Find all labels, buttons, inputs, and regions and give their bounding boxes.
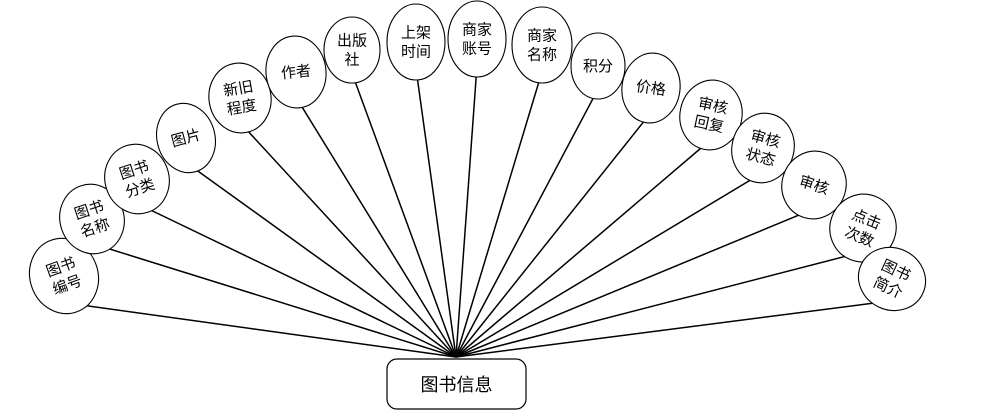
- attribute-ellipse: [156, 102, 216, 174]
- connector-publisher: [351, 72, 457, 358]
- attribute-label: 积分: [583, 57, 613, 75]
- attribute-label-line: 商家: [527, 27, 557, 45]
- attribute-label-line: 程度: [225, 96, 258, 119]
- attribute-label-line: 作者: [280, 61, 312, 82]
- attribute-label-line: 时间: [401, 43, 431, 61]
- attribute-book-number: 图书编号: [28, 237, 100, 315]
- connector-review: [455, 208, 815, 358]
- attribute-book-category: 图书分类: [104, 143, 170, 215]
- attribute-ellipse: [570, 32, 626, 100]
- connector-click-count: [455, 251, 864, 358]
- connector-price: [455, 112, 652, 358]
- attribute-label-line: 社: [344, 51, 359, 69]
- connector-condition: [239, 121, 457, 358]
- attribute-author: 作者: [265, 35, 327, 109]
- attribute-label-line: 商家: [462, 21, 492, 39]
- attribute-points: 积分: [570, 32, 626, 100]
- attribute-review-status: 审核状态: [731, 112, 795, 184]
- attribute-label: 商家账号: [462, 21, 492, 58]
- entity-label: 图书信息: [421, 375, 493, 396]
- attribute-ellipse: [511, 6, 573, 84]
- attribute-review: 审核: [781, 150, 847, 220]
- attribute-publisher: 出版社: [323, 16, 381, 84]
- attribute-ellipse: [28, 237, 100, 315]
- attribute-ellipse: [323, 16, 381, 84]
- attribute-label-line: 审核: [696, 94, 729, 118]
- attribute-ellipse: [781, 150, 847, 220]
- attribute-label-line: 名称: [527, 46, 557, 64]
- attribute-label-line: 积分: [583, 57, 613, 75]
- connector-book-name: [91, 242, 457, 358]
- attribute-ellipse: [104, 143, 170, 215]
- connector-shelf-time: [415, 68, 457, 358]
- connector-book-category: [136, 202, 457, 358]
- attribute-label: 审核回复: [692, 94, 729, 136]
- attribute-review-reply: 审核回复: [679, 79, 743, 151]
- attribute-ellipse: [621, 52, 681, 124]
- attribute-ellipse: [447, 0, 507, 78]
- attribute-merchant-name: 商家名称: [511, 6, 573, 84]
- connector-lines: [63, 65, 893, 358]
- attribute-condition: 新旧程度: [208, 62, 272, 134]
- connector-merchant-name: [455, 71, 543, 358]
- attribute-label: 上架时间: [401, 24, 431, 61]
- attribute-label-line: 出版: [337, 32, 367, 50]
- attribute-label: 商家名称: [527, 27, 557, 64]
- attribute-label: 出版社: [337, 32, 367, 69]
- entity-node: 图书信息: [386, 358, 527, 410]
- connector-merchant-account: [455, 65, 478, 358]
- connector-review-status: [455, 171, 764, 358]
- attribute-label-line: 账号: [462, 40, 492, 58]
- attribute-ellipse: [386, 3, 446, 81]
- attribute-ellipse: [857, 246, 927, 312]
- connector-review-reply: [455, 138, 712, 358]
- attribute-ellipse: [829, 193, 897, 263]
- connector-book-number: [63, 301, 457, 358]
- attribute-image: 图片: [156, 102, 216, 174]
- entity-box: [386, 358, 527, 410]
- attribute-shelf-time: 上架时间: [386, 3, 446, 81]
- attribute-ellipse: [731, 112, 795, 184]
- connector-points: [455, 88, 599, 358]
- connector-book-intro: [455, 299, 893, 358]
- attribute-label: 价格: [635, 77, 667, 99]
- attribute-merchant-account: 商家账号: [447, 0, 507, 78]
- attribute-price: 价格: [621, 52, 681, 124]
- attribute-label-line: 上架: [401, 24, 431, 42]
- attribute-ellipse: [208, 62, 272, 134]
- attribute-book-name: 图书名称: [59, 183, 125, 255]
- connector-author: [295, 96, 457, 358]
- attribute-label-line: 价格: [635, 77, 667, 99]
- attribute-ellipse: [679, 79, 743, 151]
- attribute-label-line: 回复: [692, 112, 725, 136]
- attribute-click-count: 点击次数: [829, 193, 897, 263]
- attribute-label-line: 新旧: [222, 77, 255, 100]
- attribute-nodes: 图书编号图书名称图书分类图片新旧程度作者出版社上架时间商家账号商家名称积分价格审…: [28, 0, 927, 315]
- connector-image: [185, 161, 457, 358]
- attribute-label: 作者: [280, 61, 312, 82]
- attribute-ellipse: [265, 35, 327, 109]
- attribute-book-intro: 图书简介: [857, 246, 927, 312]
- attribute-label: 新旧程度: [222, 77, 258, 119]
